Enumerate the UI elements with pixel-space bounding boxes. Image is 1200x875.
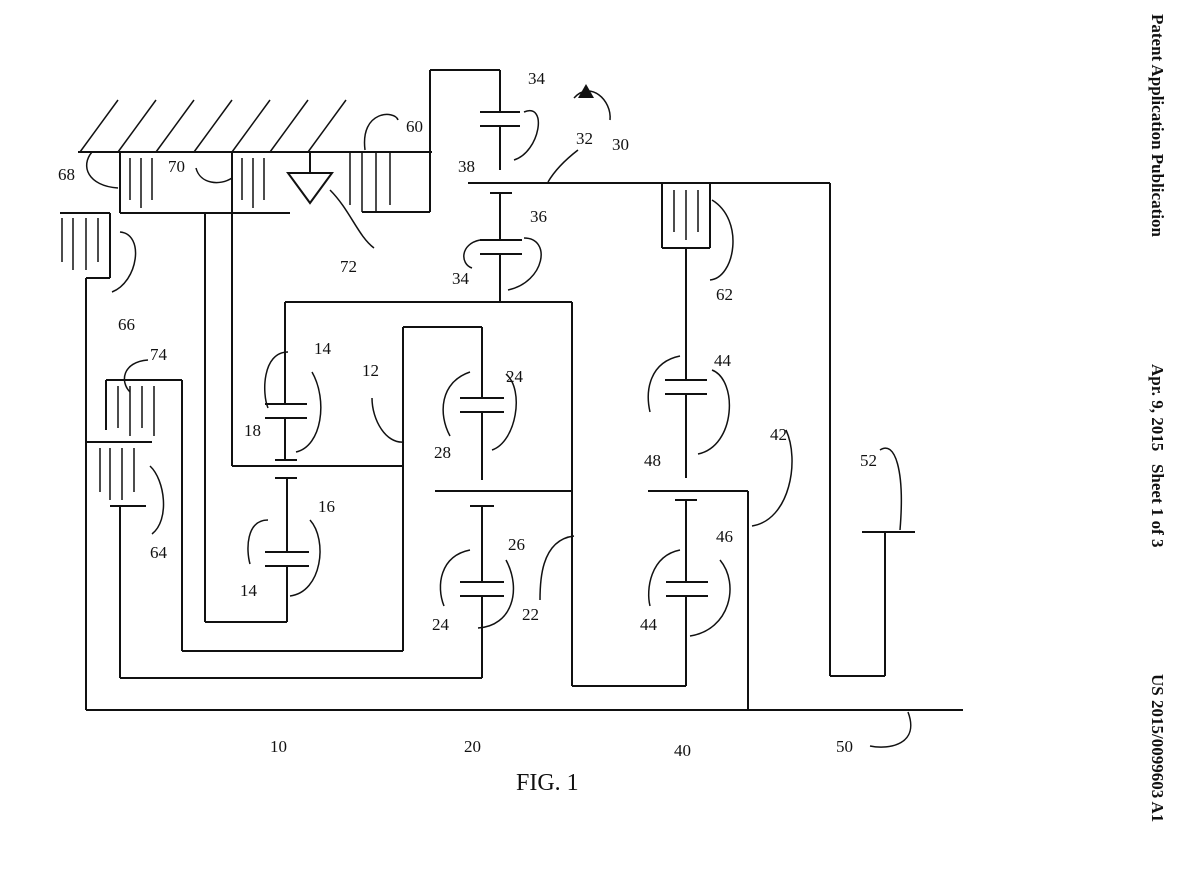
header-number: US 2015/0099603 A1 [1148, 674, 1167, 822]
clutch-74 [105, 379, 182, 436]
ref-44b: 44 [640, 615, 658, 634]
leader-lines [85, 90, 912, 748]
ground-hatching [78, 99, 432, 153]
clutch-66 [60, 212, 111, 710]
ref-34b: 34 [452, 269, 470, 288]
ref-28: 28 [434, 443, 451, 462]
ref-14a: 14 [314, 339, 332, 358]
ref-32: 32 [576, 129, 593, 148]
ref-30: 30 [612, 135, 629, 154]
ref-50: 50 [836, 737, 853, 756]
header-publication: Patent Application Publication [1148, 14, 1167, 237]
ref-22: 22 [522, 605, 539, 624]
planetary-set-20 [403, 326, 504, 678]
ref-74: 74 [150, 345, 168, 364]
ref-24a: 24 [506, 367, 524, 386]
ref-16: 16 [318, 497, 335, 516]
ref-42: 42 [770, 425, 787, 444]
clutch-64 [86, 441, 482, 679]
ref-24b: 24 [432, 615, 450, 634]
ref-46: 46 [716, 527, 733, 546]
ref-66: 66 [118, 315, 135, 334]
planetary-set-10 [204, 213, 309, 623]
ref-34a: 34 [528, 69, 546, 88]
header-date-sheet: Apr. 9, 2015 Sheet 1 of 3 [1148, 364, 1167, 548]
shaft-22 [435, 302, 573, 686]
brake-70 [231, 152, 265, 213]
ref-70: 70 [168, 157, 185, 176]
ref-64: 64 [150, 543, 168, 562]
brake-60 [349, 69, 500, 213]
planetary-set-30 [285, 70, 830, 303]
ref-10: 10 [270, 737, 287, 756]
interconnect-12 [181, 213, 404, 652]
figure-caption: FIG. 1 [516, 770, 579, 796]
ref-18: 18 [244, 421, 261, 440]
ref-38: 38 [458, 157, 475, 176]
ref-62: 62 [716, 285, 733, 304]
rotation-arrow-icon [578, 84, 594, 98]
ref-48: 48 [644, 451, 661, 470]
clutch-62-branch [661, 183, 915, 677]
ref-68: 68 [58, 165, 75, 184]
ref-52: 52 [860, 451, 877, 470]
ref-72: 72 [340, 257, 357, 276]
ref-60: 60 [406, 117, 423, 136]
ref-40: 40 [674, 741, 691, 760]
reference-numerals: 68 70 72 60 34 38 32 30 36 34 62 66 74 1… [58, 69, 877, 760]
page-header: Patent Application Publication Apr. 9, 2… [1148, 14, 1167, 822]
planetary-set-40 [572, 379, 749, 710]
one-way-clutch-72 [286, 152, 334, 205]
ref-12: 12 [362, 361, 379, 380]
ref-44a: 44 [714, 351, 732, 370]
ref-20: 20 [464, 737, 481, 756]
ref-26: 26 [508, 535, 525, 554]
ref-14b: 14 [240, 581, 258, 600]
ref-36: 36 [530, 207, 547, 226]
